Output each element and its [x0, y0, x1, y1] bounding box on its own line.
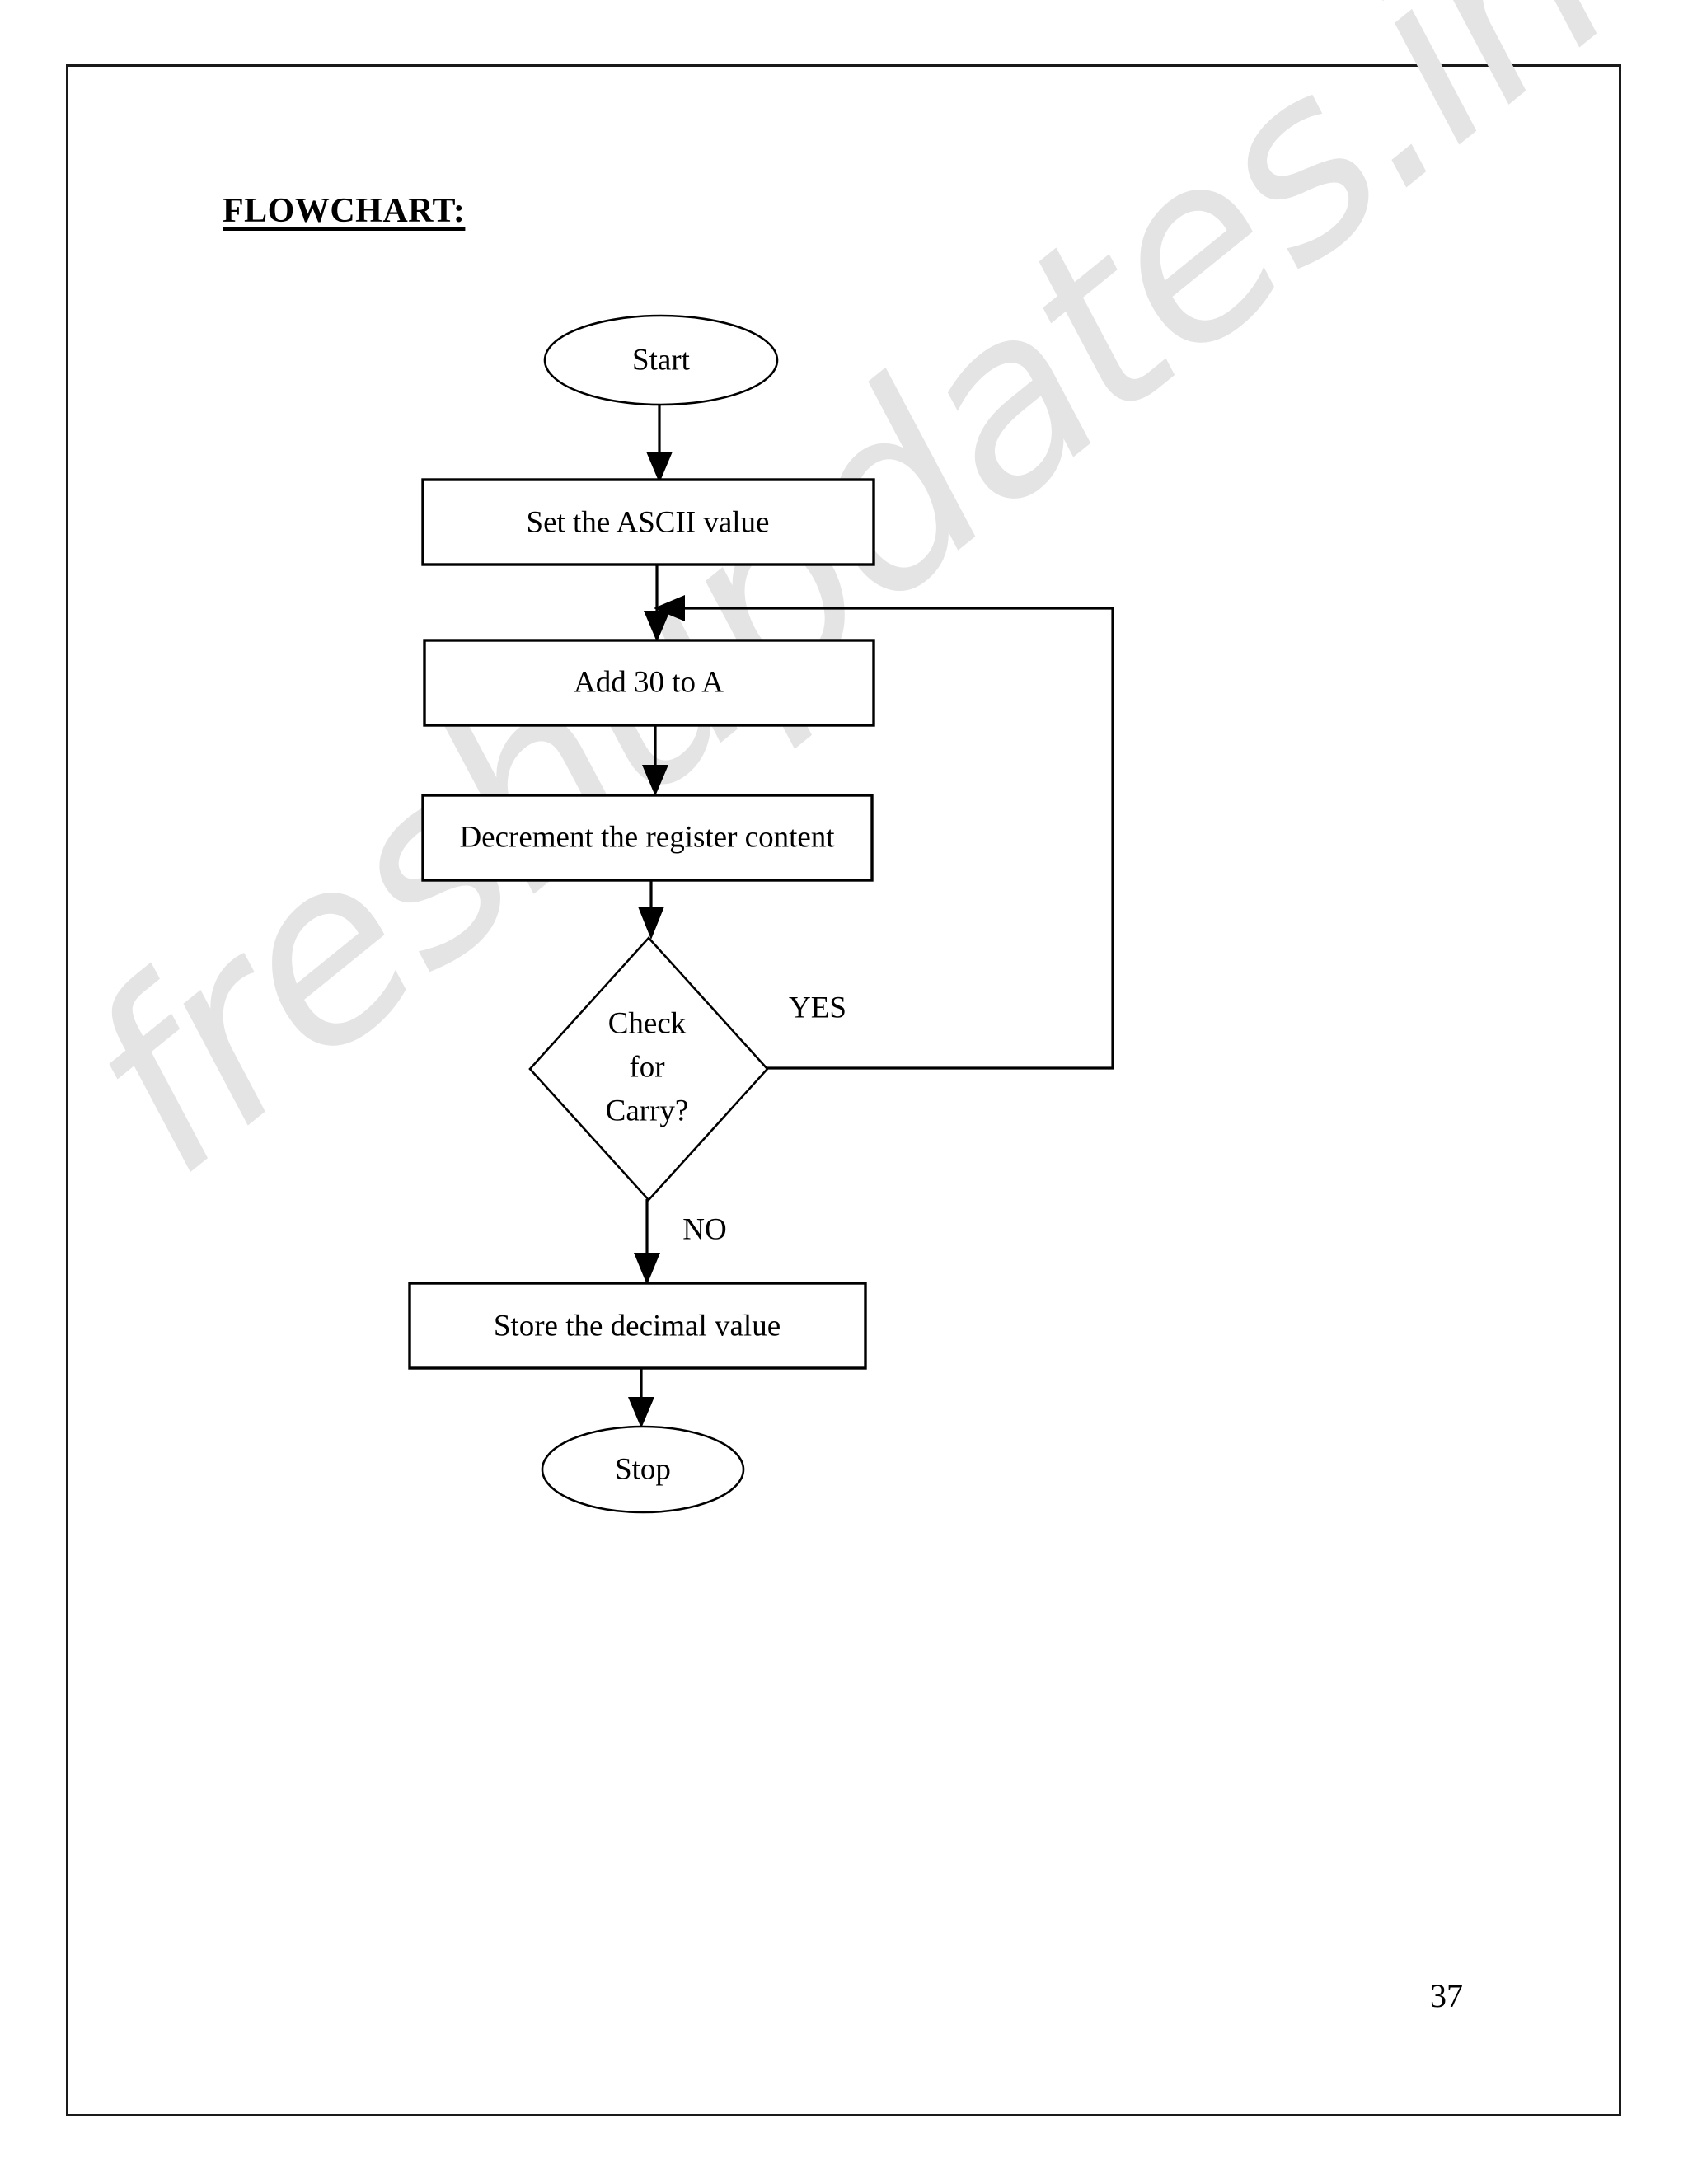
flow-node-check-label-line1: Check — [608, 1006, 687, 1040]
flow-node-store-label: Store the decimal value — [494, 1309, 781, 1343]
edge-set-ascii-to-add30 — [644, 565, 670, 642]
flow-node-stop[interactable]: Stop — [541, 1425, 745, 1514]
flow-node-check-label-line3: Carry? — [606, 1094, 689, 1127]
flow-node-set-ascii[interactable]: Set the ASCII value — [421, 478, 875, 566]
edge-decrement-to-check — [638, 878, 664, 940]
flow-node-start[interactable]: Start — [543, 314, 779, 406]
flow-node-check-decision[interactable]: Check for Carry? — [528, 936, 769, 1202]
edge-add30-to-decrement — [642, 725, 668, 796]
flow-node-decrement[interactable]: Decrement the register content — [421, 794, 874, 882]
edge-label-no: NO — [682, 1212, 726, 1246]
flow-node-add30-label: Add 30 to A — [574, 665, 724, 699]
flow-node-start-label: Start — [632, 343, 691, 377]
flow-node-store[interactable]: Store the decimal value — [408, 1282, 867, 1370]
flow-node-add30[interactable]: Add 30 to A — [423, 639, 875, 727]
page-title: FLOWCHART: — [223, 192, 466, 230]
edge-check-no-to-store — [634, 1199, 660, 1285]
flow-node-decrement-label: Decrement the register content — [459, 820, 835, 854]
flow-node-set-ascii-label: Set the ASCII value — [527, 505, 770, 539]
edge-start-to-set-ascii — [646, 404, 673, 483]
edge-label-yes: YES — [789, 991, 846, 1024]
flow-node-stop-label: Stop — [615, 1452, 671, 1486]
flow-node-check-label-line2: for — [629, 1050, 664, 1084]
edge-check-yes-loop — [654, 595, 1114, 1070]
edge-store-to-stop — [628, 1368, 654, 1428]
page-border — [66, 64, 1621, 2116]
page-number: 37 — [1430, 1977, 1463, 2014]
